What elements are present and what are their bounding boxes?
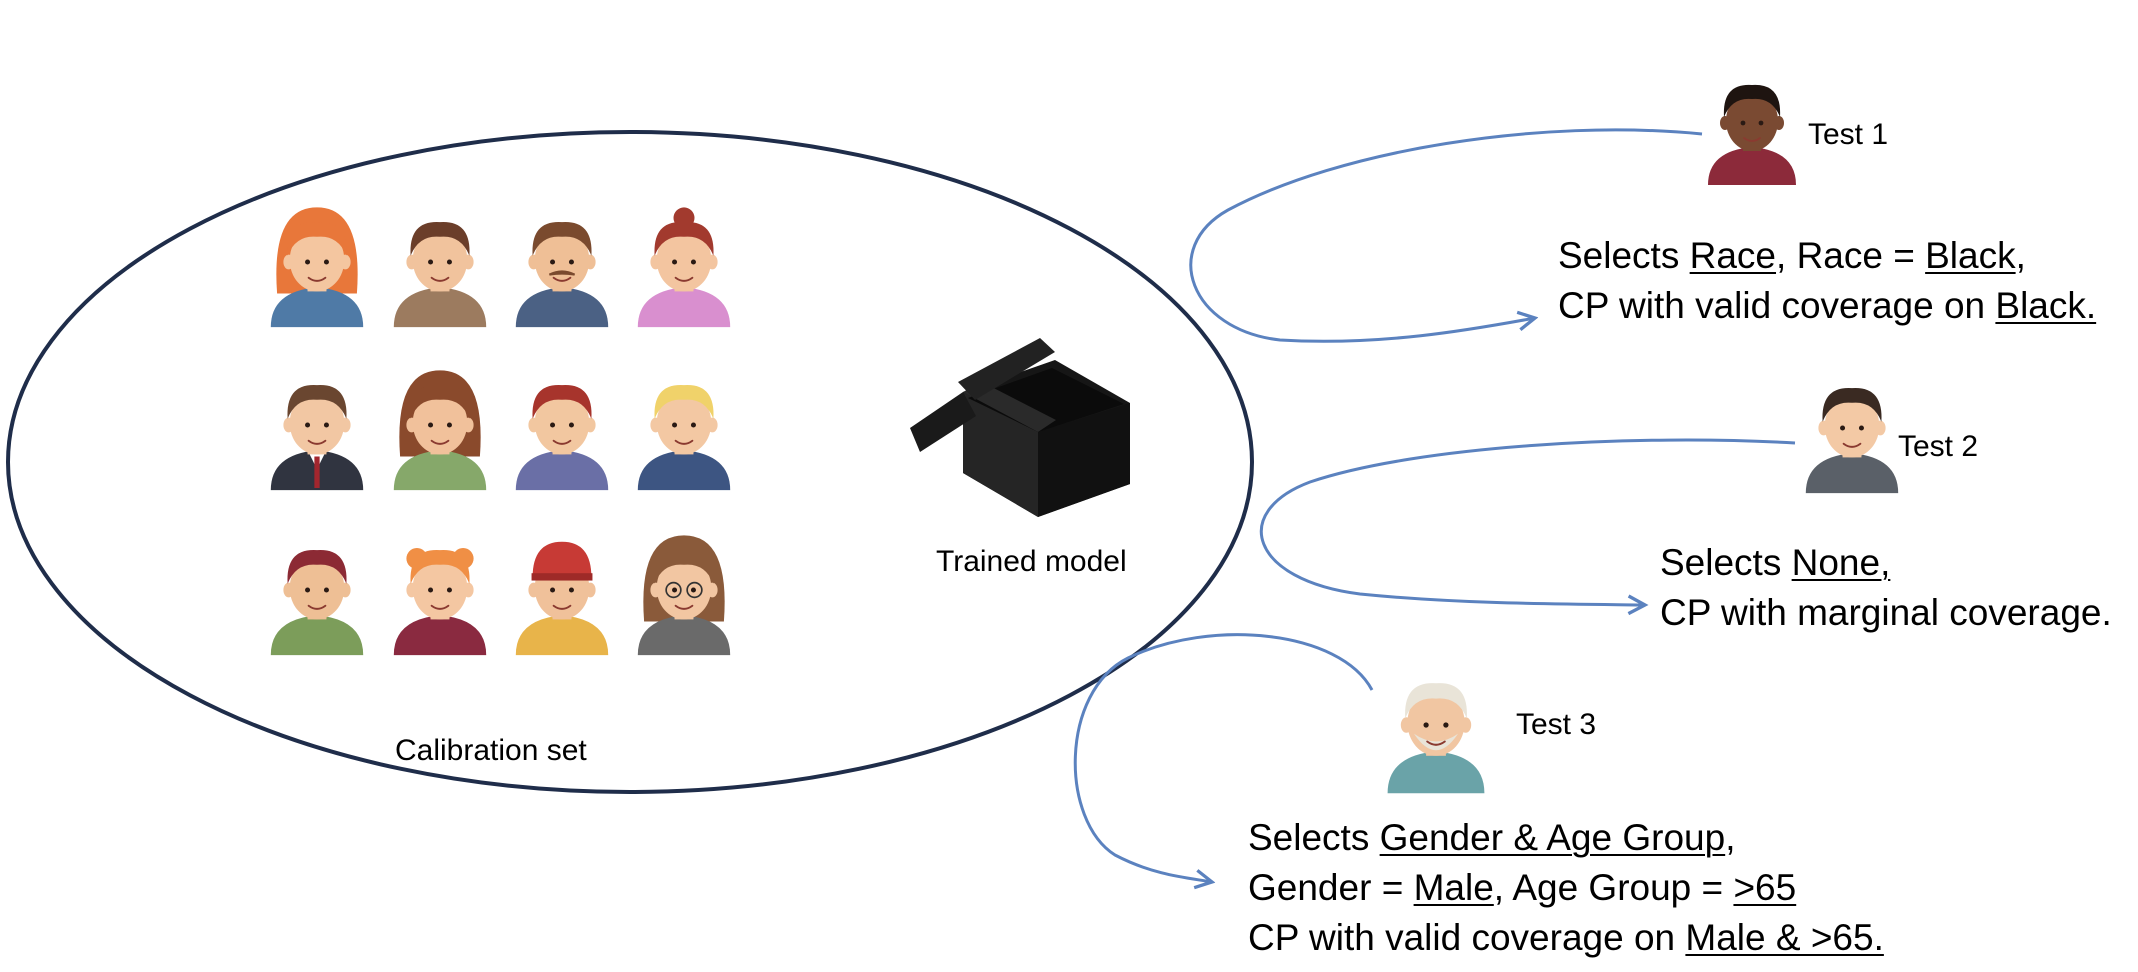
underlined-term: Gender & Age Group [1379, 817, 1726, 858]
person-avatar-icon [515, 221, 609, 328]
person-avatar-icon [393, 548, 487, 656]
description-text: CP with valid coverage on [1248, 917, 1686, 958]
underlined-term: Race [1689, 235, 1777, 276]
underlined-term: Male & >65. [1685, 917, 1884, 958]
underlined-term: >65 [1733, 867, 1797, 908]
description-line: Gender = Male, Age Group = >65 [1248, 863, 1884, 913]
description-text: , Race = [1776, 235, 1926, 276]
test-1-label: Test 1 [1808, 118, 1889, 151]
person-avatar-icon [393, 221, 487, 328]
description-text: CP with marginal coverage. [1660, 592, 2112, 633]
description-line: Selects Race, Race = Black, [1558, 231, 2096, 281]
underlined-term: Black [1925, 235, 2016, 276]
calibration-people-grid [270, 207, 731, 656]
description-text: CP with valid coverage on [1558, 285, 1996, 326]
test-3-description: Selects Gender & Age Group,Gender = Male… [1248, 813, 1884, 963]
person-avatar-icon [270, 384, 364, 491]
open-box-icon [910, 338, 1130, 517]
underlined-term: Black. [1995, 285, 2097, 326]
test-2-description: Selects None,CP with marginal coverage. [1660, 538, 2112, 638]
trained-model-label: Trained model [936, 545, 1127, 578]
person-avatar-icon [637, 535, 731, 656]
description-line: CP with valid coverage on Black. [1558, 281, 2096, 331]
person-avatar-icon [637, 207, 731, 328]
description-line: Selects None, [1660, 538, 2112, 588]
underlined-term: Male [1413, 867, 1494, 908]
description-line: CP with marginal coverage. [1660, 588, 2112, 638]
arrow-test-1 [1189, 128, 1703, 343]
person-avatar-icon [270, 207, 364, 328]
description-text: Gender = [1248, 867, 1414, 908]
calibration-ellipse [6, 130, 1254, 794]
test-avatars [1387, 84, 1899, 794]
person-avatar-icon [270, 549, 364, 656]
test-1-description: Selects Race, Race = Black,CP with valid… [1558, 231, 2096, 331]
test-3-label: Test 3 [1516, 708, 1597, 741]
description-text: Selects [1558, 235, 1690, 276]
calibration-set-label: Calibration set [395, 734, 587, 767]
arrow-test-2 [1259, 438, 1796, 605]
person-avatar-icon [1708, 84, 1796, 185]
person-avatar-icon [1805, 387, 1899, 494]
underlined-term: None, [1791, 542, 1891, 583]
description-text: , Age Group = [1493, 867, 1734, 908]
person-avatar-icon [515, 541, 609, 656]
description-line: CP with valid coverage on Male & >65. [1248, 913, 1884, 963]
person-avatar-icon [393, 370, 487, 491]
description-text: Selects [1248, 817, 1380, 858]
person-avatar-icon [515, 384, 609, 491]
description-text: , [1725, 817, 1736, 858]
person-avatar-icon [1387, 683, 1485, 794]
description-text: , [2015, 235, 2026, 276]
arrow-test-3 [1073, 633, 1374, 882]
test-2-label: Test 2 [1898, 430, 1979, 463]
description-line: Selects Gender & Age Group, [1248, 813, 1884, 863]
description-text: Selects [1660, 542, 1792, 583]
person-avatar-icon [637, 384, 731, 491]
